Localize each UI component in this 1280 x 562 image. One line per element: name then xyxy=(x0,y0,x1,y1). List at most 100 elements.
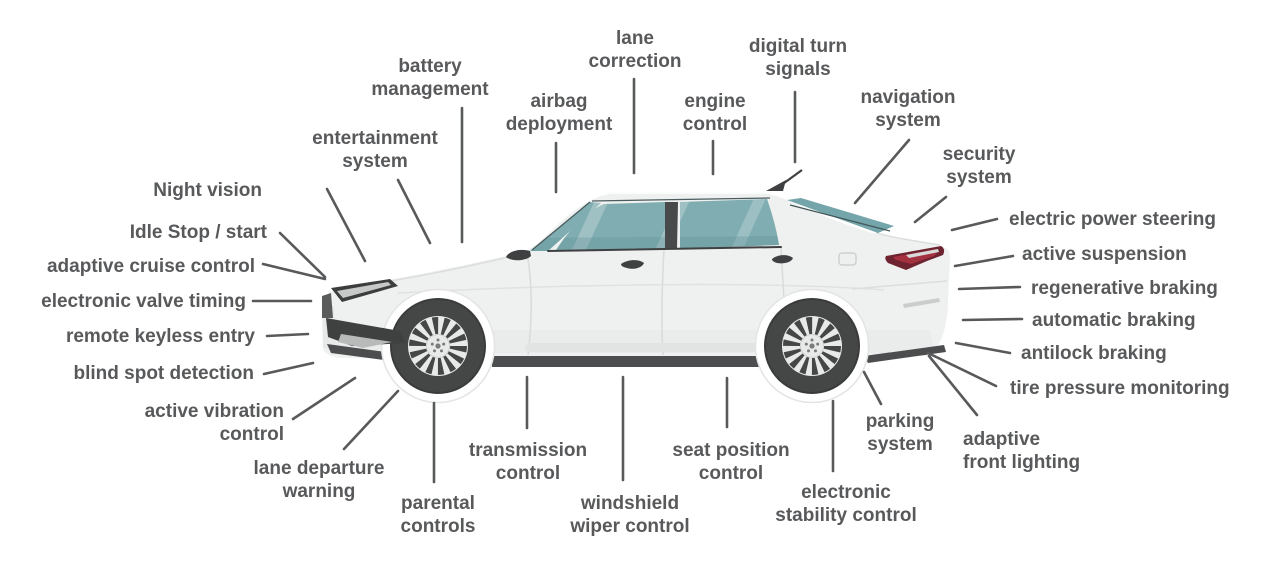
label-line: navigation xyxy=(860,87,956,108)
label-line: airbag xyxy=(530,91,588,112)
label-line: system xyxy=(867,434,933,455)
label-line: stability control xyxy=(775,505,917,526)
label-adaptive-cruise-control: adaptive cruise control xyxy=(47,255,255,278)
leader-adaptive-cruise-control xyxy=(261,262,327,281)
label-tire-pressure-monitoring: tire pressure monitoring xyxy=(1010,377,1230,400)
windshield xyxy=(530,202,601,251)
label-line: engine xyxy=(684,91,746,112)
label-line: control xyxy=(219,424,284,445)
label-line: system xyxy=(342,151,408,172)
label-line: system xyxy=(946,167,1012,188)
label-line: remote keyless entry xyxy=(65,326,255,347)
label-idle-stop-start: Idle Stop / start xyxy=(130,221,267,244)
leader-night-vision xyxy=(325,187,367,263)
label-blind-spot-detection: blind spot detection xyxy=(74,362,255,385)
leader-electric-power-steering xyxy=(950,217,999,232)
side-sill-trim xyxy=(492,356,760,367)
rear-lower-trim xyxy=(864,345,946,363)
rear-door-handle xyxy=(772,255,793,264)
label-line: correction xyxy=(588,51,682,72)
label-antilock-braking: antilock braking xyxy=(1021,342,1167,365)
fog-light xyxy=(338,334,392,348)
label-line: blind spot detection xyxy=(73,363,255,384)
leader-automatic-braking xyxy=(961,317,1024,322)
label-electric-power-steering: electric power steering xyxy=(1009,208,1216,231)
leader-parking-system xyxy=(862,370,883,406)
label-line: parking xyxy=(865,411,935,432)
rear-reflector xyxy=(903,298,940,308)
label-line: tire pressure monitoring xyxy=(1010,378,1230,399)
rear-details xyxy=(838,246,945,308)
label-line: parental xyxy=(401,493,475,514)
label-line: adaptive xyxy=(963,429,1041,450)
label-line: controls xyxy=(400,516,476,537)
leader-lane-departure-warning xyxy=(342,389,400,451)
label-electronic-valve-timing: electronic valve timing xyxy=(41,290,246,313)
label-line: signals xyxy=(765,59,831,80)
label-line: lane departure xyxy=(253,458,385,479)
leader-regenerative-braking xyxy=(957,285,1022,291)
front-wheel xyxy=(390,298,486,394)
rocker-molding xyxy=(525,343,795,352)
leader-lines xyxy=(251,77,1024,484)
leader-security-system xyxy=(913,195,948,224)
label-automatic-braking: automatic braking xyxy=(1032,309,1196,332)
label-line: deployment xyxy=(505,114,613,135)
label-remote-keyless-entry: remote keyless entry xyxy=(66,325,255,348)
label-line: front lighting xyxy=(963,452,1081,473)
leader-active-vibration-control xyxy=(291,376,357,421)
label-line: lane xyxy=(615,28,655,49)
front-door-handle xyxy=(621,260,644,269)
b-pillar xyxy=(665,202,678,249)
label-line: adaptive cruise control xyxy=(46,256,255,277)
leader-entertainment-system xyxy=(396,178,432,245)
label-line: active vibration xyxy=(144,401,284,422)
rear-side-window xyxy=(680,199,779,249)
front-side-window xyxy=(556,202,665,250)
label-line: management xyxy=(371,79,489,100)
leader-antilock-braking xyxy=(954,341,1012,355)
label-line: warning xyxy=(282,481,356,502)
car-windows xyxy=(530,197,894,252)
grille xyxy=(322,293,333,318)
label-line: control xyxy=(495,463,561,484)
leader-tire-pressure-monitoring xyxy=(926,351,998,388)
label-line: wiper control xyxy=(570,516,690,537)
label-line: electronic xyxy=(801,482,891,503)
label-regenerative-braking: regenerative braking xyxy=(1031,277,1218,300)
label-line: battery xyxy=(398,56,462,77)
side-mirror xyxy=(506,249,531,261)
label-line: regenerative braking xyxy=(1031,278,1218,299)
label-line: transmission xyxy=(468,440,588,461)
label-line: seat position xyxy=(672,440,790,461)
rear-wheel xyxy=(764,298,860,394)
leader-remote-keyless-entry xyxy=(265,332,310,338)
label-line: windshield xyxy=(580,493,680,514)
leader-blind-spot-detection xyxy=(262,361,315,376)
label-line: electronic valve timing xyxy=(41,291,246,312)
label-line: control xyxy=(682,114,748,135)
label-line: active suspension xyxy=(1022,244,1187,265)
label-active-suspension: active suspension xyxy=(1022,243,1187,266)
label-line: digital turn xyxy=(748,36,848,57)
rear-window-band xyxy=(787,198,894,233)
leader-idle-stop-start xyxy=(278,231,327,279)
label-line: Idle Stop / start xyxy=(129,222,267,243)
label-line: antilock braking xyxy=(1021,343,1167,364)
